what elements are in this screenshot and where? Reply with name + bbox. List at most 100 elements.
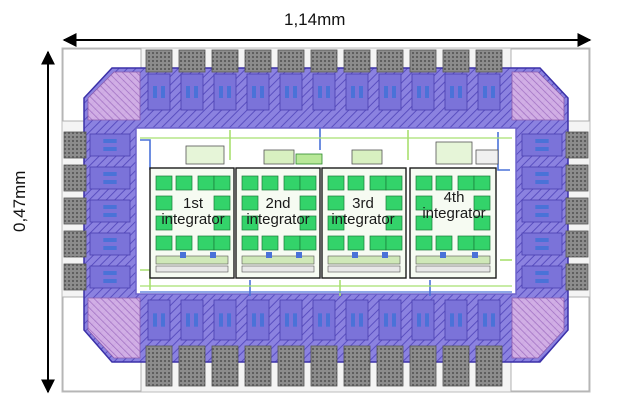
bond-pad bbox=[277, 49, 305, 111]
bond-pad bbox=[211, 49, 239, 111]
contact bbox=[180, 252, 186, 258]
capacitor-cell bbox=[241, 235, 259, 251]
capacitor-cell bbox=[283, 235, 301, 251]
bond-pad bbox=[521, 197, 589, 225]
bond-pad bbox=[521, 164, 589, 192]
capacitor-cell bbox=[385, 195, 403, 211]
capacitor-cell bbox=[415, 195, 433, 211]
bond-pad bbox=[145, 299, 173, 387]
bond-pad bbox=[310, 49, 338, 111]
capacitor-cell bbox=[241, 175, 259, 191]
routing-wires bbox=[140, 128, 512, 296]
bond-pad bbox=[475, 49, 503, 111]
bond-pad bbox=[310, 299, 338, 387]
integrator-label-2: 2nd integrator bbox=[246, 195, 310, 228]
bond-pad bbox=[63, 197, 131, 225]
bond-pad bbox=[211, 299, 239, 387]
control-cell bbox=[295, 153, 323, 165]
control-cell bbox=[435, 141, 473, 165]
capacitor-cell bbox=[175, 235, 193, 251]
contact bbox=[296, 252, 302, 258]
capacitor-cell bbox=[155, 175, 173, 191]
capacitor-cell bbox=[299, 235, 317, 251]
integrator-block-1 bbox=[149, 167, 235, 279]
transistor-strip bbox=[327, 255, 401, 265]
bond-pad bbox=[63, 230, 131, 258]
bond-pad bbox=[63, 164, 131, 192]
integrator-label-1: 1st integrator bbox=[161, 195, 225, 228]
capacitor-cell bbox=[241, 195, 259, 211]
capacitor-cell bbox=[435, 175, 453, 191]
capacitor-cell bbox=[473, 235, 491, 251]
capacitor-cell bbox=[385, 215, 403, 231]
routing-wire bbox=[497, 132, 510, 171]
capacitor-cell bbox=[299, 175, 317, 191]
capacitor-cell bbox=[415, 215, 433, 231]
integrator-block-2 bbox=[235, 167, 321, 279]
capacitor-cell bbox=[197, 175, 215, 191]
integrator-block-4 bbox=[409, 167, 497, 279]
capacitor-cell bbox=[155, 215, 173, 231]
transistor-strip bbox=[241, 255, 315, 265]
routing-wire bbox=[140, 139, 151, 170]
capacitor-cell bbox=[327, 235, 345, 251]
ring-corner-bottom-left bbox=[87, 297, 141, 359]
capacitor-cell bbox=[347, 235, 365, 251]
height-dimension-label: 0,47mm bbox=[10, 170, 29, 232]
capacitor-cell bbox=[369, 235, 387, 251]
transistor-strip bbox=[155, 265, 229, 273]
bond-pad bbox=[244, 49, 272, 111]
capacitor-cell bbox=[299, 195, 317, 211]
capacitor-cell bbox=[155, 235, 173, 251]
ring-corner-top-right bbox=[511, 71, 565, 121]
capacitor-cell bbox=[385, 235, 403, 251]
capacitor-cell bbox=[175, 175, 193, 191]
integrator-label-4: 4th integrator bbox=[422, 189, 486, 222]
capacitor-cell bbox=[327, 215, 345, 231]
transistor-strip bbox=[415, 255, 491, 265]
bond-pad bbox=[376, 49, 404, 111]
bond-pad bbox=[521, 230, 589, 258]
control-cell bbox=[185, 145, 225, 165]
control-cell bbox=[351, 149, 383, 165]
bond-pad bbox=[376, 299, 404, 387]
capacitor-cell bbox=[283, 175, 301, 191]
ring-corner-top-left bbox=[87, 71, 141, 121]
transistor-strip bbox=[241, 265, 315, 273]
control-cell bbox=[475, 149, 499, 165]
bond-pad bbox=[63, 263, 131, 291]
pad-row-top bbox=[145, 49, 503, 111]
bond-pad bbox=[442, 49, 470, 111]
transistor-strip bbox=[327, 265, 401, 273]
bond-pad bbox=[521, 263, 589, 291]
pad-column-left bbox=[63, 131, 131, 291]
bond-pad bbox=[409, 49, 437, 111]
capacitor-cell bbox=[473, 215, 491, 231]
capacitor-cell bbox=[261, 235, 279, 251]
capacitor-cell bbox=[327, 195, 345, 211]
capacitor-cell bbox=[415, 235, 433, 251]
capacitor-cell bbox=[197, 235, 215, 251]
capacitor-cell bbox=[213, 215, 231, 231]
pad-column-right bbox=[521, 131, 589, 291]
capacitor-cell bbox=[473, 195, 491, 211]
capacitor-cell bbox=[155, 195, 173, 211]
transistor-strip bbox=[415, 265, 491, 273]
integrator-blocks bbox=[149, 167, 497, 279]
bond-pad bbox=[244, 299, 272, 387]
capacitor-cell bbox=[299, 215, 317, 231]
capacitor-cell bbox=[473, 175, 491, 191]
capacitor-cell bbox=[347, 175, 365, 191]
contact bbox=[472, 252, 478, 258]
bond-pad bbox=[178, 299, 206, 387]
capacitor-cell bbox=[327, 175, 345, 191]
contact bbox=[352, 252, 358, 258]
control-cell bbox=[263, 149, 295, 165]
ring-corner-bottom-right bbox=[511, 297, 565, 359]
bond-pad bbox=[178, 49, 206, 111]
capacitor-cell bbox=[241, 215, 259, 231]
capacitor-cell bbox=[213, 175, 231, 191]
bond-pad bbox=[145, 49, 173, 111]
